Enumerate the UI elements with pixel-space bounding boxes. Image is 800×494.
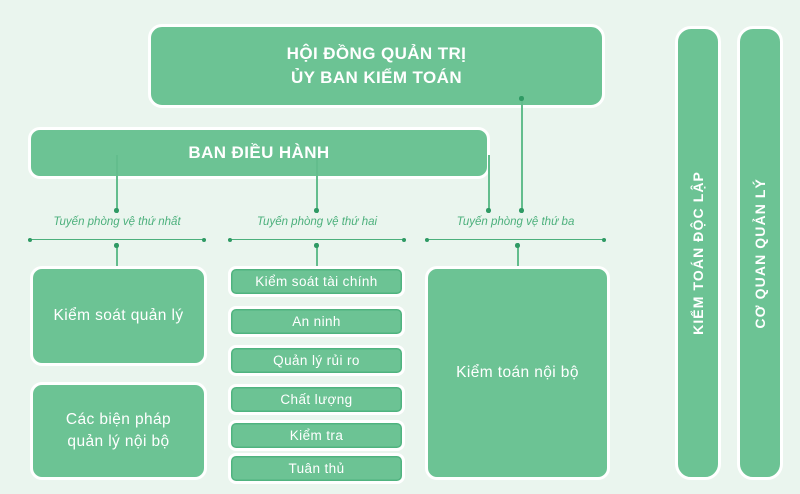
connector-dot — [515, 243, 520, 248]
pill-security[interactable]: An ninh — [228, 306, 405, 337]
connector-line2-to-column2 — [314, 243, 319, 271]
box-internal-management-measures[interactable]: Các biện pháp quản lý nội bộ — [30, 382, 207, 480]
rule-dot-left — [228, 238, 232, 242]
bar-independent-audit-label: KIỂM TOÁN ĐỘC LẬP — [690, 171, 706, 335]
line-of-defence-3-rule — [425, 238, 606, 242]
box-internal-audit[interactable]: Kiểm toán nội bộ — [425, 266, 610, 480]
pill-inspection[interactable]: Kiểm tra — [228, 420, 405, 451]
connector-exec-right-edge — [486, 155, 491, 213]
pill-inspection-label: Kiểm tra — [289, 428, 344, 443]
box-management-control-label: Kiểm soát quản lý — [53, 307, 184, 324]
rule-dot-left — [425, 238, 429, 242]
line-of-defence-1: Tuyến phòng vệ thứ nhất — [28, 216, 206, 246]
pill-risk-management[interactable]: Quản lý rủi ro — [228, 345, 405, 376]
pill-compliance-label: Tuân thủ — [288, 461, 345, 476]
box-management-control[interactable]: Kiểm soát quản lý — [30, 266, 207, 366]
rule-dot-right — [202, 238, 206, 242]
line-of-defence-1-rule — [28, 238, 206, 242]
pill-financial-control[interactable]: Kiểm soát tài chính — [228, 266, 405, 297]
bar-regulatory-authority[interactable]: CƠ QUAN QUẢN LÝ — [737, 26, 783, 480]
line-of-defence-2: Tuyến phòng vệ thứ hai — [228, 216, 406, 246]
connector-line3-to-column3 — [515, 243, 520, 271]
connector-dot — [519, 208, 524, 213]
box-board-line2: ỦY BAN KIỂM TOÁN — [290, 68, 463, 87]
connector-dot — [486, 208, 491, 213]
connector-dot — [114, 208, 119, 213]
line-of-defence-3: Tuyến phòng vệ thứ ba — [425, 216, 606, 246]
rule-dot-right — [402, 238, 406, 242]
pill-financial-control-label: Kiểm soát tài chính — [255, 274, 378, 289]
box-board-line1: HỘI ĐỒNG QUẢN TRỊ — [286, 44, 467, 63]
connector-board-to-line3 — [519, 96, 524, 213]
pill-security-label: An ninh — [292, 314, 341, 329]
connector-dot — [314, 243, 319, 248]
connector-dot — [114, 243, 119, 248]
box-executive-board-label: BAN ĐIỀU HÀNH — [188, 143, 330, 162]
connector-line1-to-column1 — [114, 243, 119, 271]
connector-dot — [314, 208, 319, 213]
rule-dot-right — [602, 238, 606, 242]
box-board-of-directors[interactable]: HỘI ĐỒNG QUẢN TRỊ ỦY BAN KIỂM TOÁN — [148, 24, 605, 108]
box-executive-board[interactable]: BAN ĐIỀU HÀNH — [28, 127, 490, 179]
box-internal-management-measures-line1: Các biện pháp — [65, 411, 172, 428]
line-of-defence-2-rule — [228, 238, 406, 242]
pill-quality-label: Chất lượng — [280, 392, 353, 407]
line-of-defence-1-label: Tuyến phòng vệ thứ nhất — [53, 216, 181, 228]
pill-quality[interactable]: Chất lượng — [228, 384, 405, 415]
box-internal-management-measures-line2: quản lý nội bộ — [67, 433, 170, 450]
pill-compliance[interactable]: Tuân thủ — [228, 453, 405, 484]
line-of-defence-3-label: Tuyến phòng vệ thứ ba — [456, 216, 575, 228]
bar-independent-audit[interactable]: KIỂM TOÁN ĐỘC LẬP — [675, 26, 721, 480]
connector-dot — [519, 96, 524, 101]
connector-exec-to-line2 — [314, 155, 319, 213]
box-internal-audit-label: Kiểm toán nội bộ — [456, 364, 579, 381]
bar-regulatory-authority-label: CƠ QUAN QUẢN LÝ — [752, 177, 768, 329]
connector-exec-to-line1 — [114, 155, 119, 213]
rule-dot-left — [28, 238, 32, 242]
line-of-defence-2-label: Tuyến phòng vệ thứ hai — [256, 216, 378, 228]
pill-risk-management-label: Quản lý rủi ro — [273, 353, 360, 368]
